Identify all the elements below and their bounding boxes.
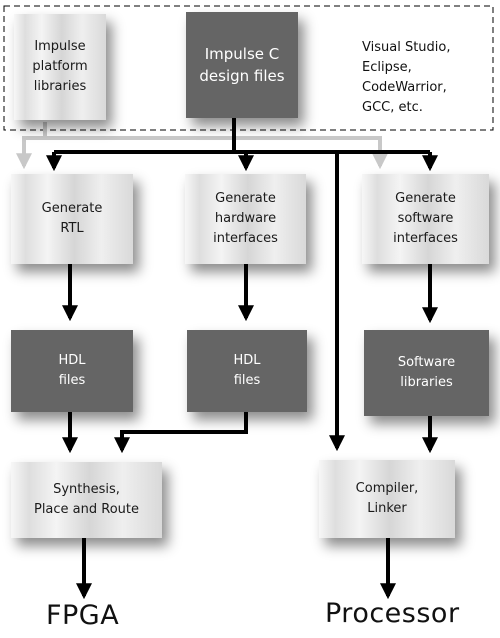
design-files-box: Impulse C design files	[186, 12, 298, 118]
flow-arrows	[62, 264, 438, 600]
generate-hardware-interfaces-box: Generate hardware interfaces	[185, 174, 306, 264]
generate-software-interfaces-box: Generate software interfaces	[362, 174, 489, 264]
input-group-frame	[3, 5, 494, 131]
hdl-files-box-1: HDL files	[11, 330, 133, 412]
design-files-connectors	[46, 118, 438, 452]
fpga-label: FPGA	[46, 600, 120, 631]
processor-label: Processor	[325, 598, 460, 629]
compiler-linker-box: Compiler, Linker	[319, 460, 455, 538]
synthesis-box: Synthesis, Place and Route	[11, 462, 162, 538]
platform-libraries-box: Impulse platform libraries	[14, 14, 106, 120]
hdl-files-box-2: HDL files	[187, 330, 307, 412]
tools-note: Visual Studio, Eclipse, CodeWarrior, GCC…	[362, 40, 451, 115]
software-libraries-box: Software libraries	[364, 330, 489, 416]
generate-rtl-box: Generate RTL	[11, 174, 133, 264]
platform-libraries-connectors	[16, 122, 388, 170]
